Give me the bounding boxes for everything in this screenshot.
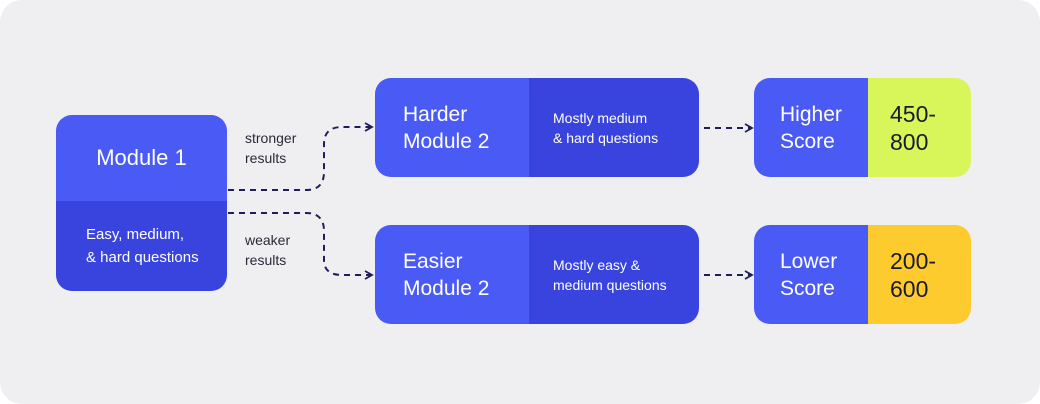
easier-module-2-box: Easier Module 2 Mostly easy & medium que… [375, 225, 699, 324]
easier-module-description: Mostly easy & medium questions [529, 225, 699, 324]
easier-module-title: Easier Module 2 [375, 225, 529, 324]
higher-score-title: Higher Score [754, 78, 868, 177]
module-1-description: Easy, medium, & hard questions [56, 201, 227, 291]
connector-module1-to-easier [228, 212, 374, 280]
connector-module1-to-harder [228, 122, 374, 191]
harder-module-title: Harder Module 2 [375, 78, 529, 177]
stronger-results-label: stronger results [245, 130, 297, 166]
harder-module-2-box: Harder Module 2 Mostly medium & hard que… [375, 78, 699, 177]
module-1-box: Module 1 Easy, medium, & hard questions [56, 115, 227, 291]
higher-score-range: 450- 800 [868, 78, 971, 177]
lower-score-title: Lower Score [754, 225, 868, 324]
lower-score-box: Lower Score 200- 600 [754, 225, 971, 324]
higher-score-box: Higher Score 450- 800 [754, 78, 971, 177]
module-1-title: Module 1 [56, 115, 227, 201]
weaker-results-label: weaker results [245, 232, 291, 268]
lower-score-range: 200- 600 [868, 225, 971, 324]
harder-module-description: Mostly medium & hard questions [529, 78, 699, 177]
